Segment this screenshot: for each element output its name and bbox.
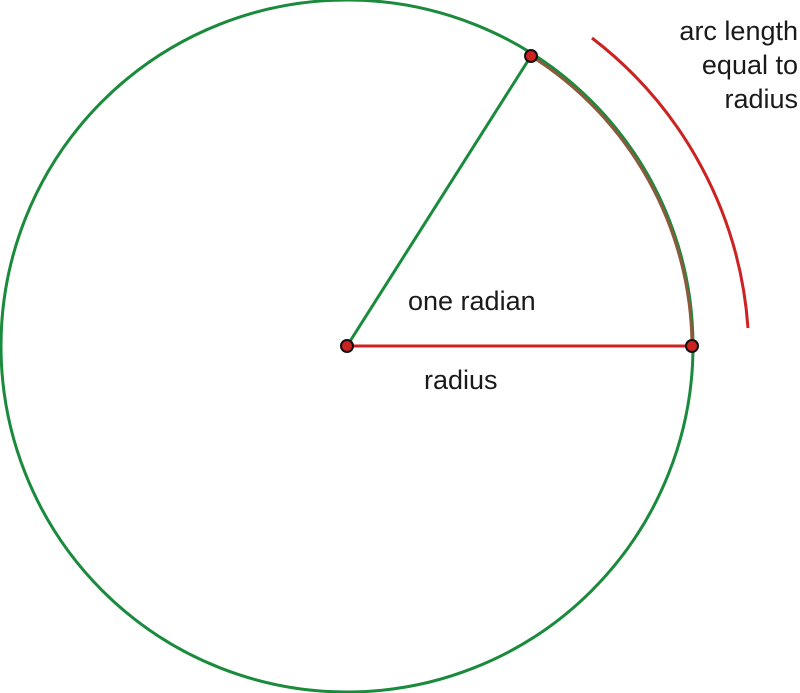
arc-length-note: arc length equal to radius <box>679 14 798 116</box>
arc-end-point <box>524 49 538 63</box>
radius-label: radius <box>424 365 498 395</box>
arc-length-indicator <box>591 36 750 329</box>
arc-note-line-3: radius <box>724 84 798 114</box>
arc-note-line-1: arc length <box>679 16 798 46</box>
arc-note-line-2: equal to <box>701 50 798 80</box>
one-radian-arc <box>530 54 694 347</box>
radius-end-point <box>685 339 699 353</box>
center-point <box>340 339 354 353</box>
radius-to-arc-end <box>345 55 533 347</box>
angle-label: one radian <box>408 286 536 316</box>
